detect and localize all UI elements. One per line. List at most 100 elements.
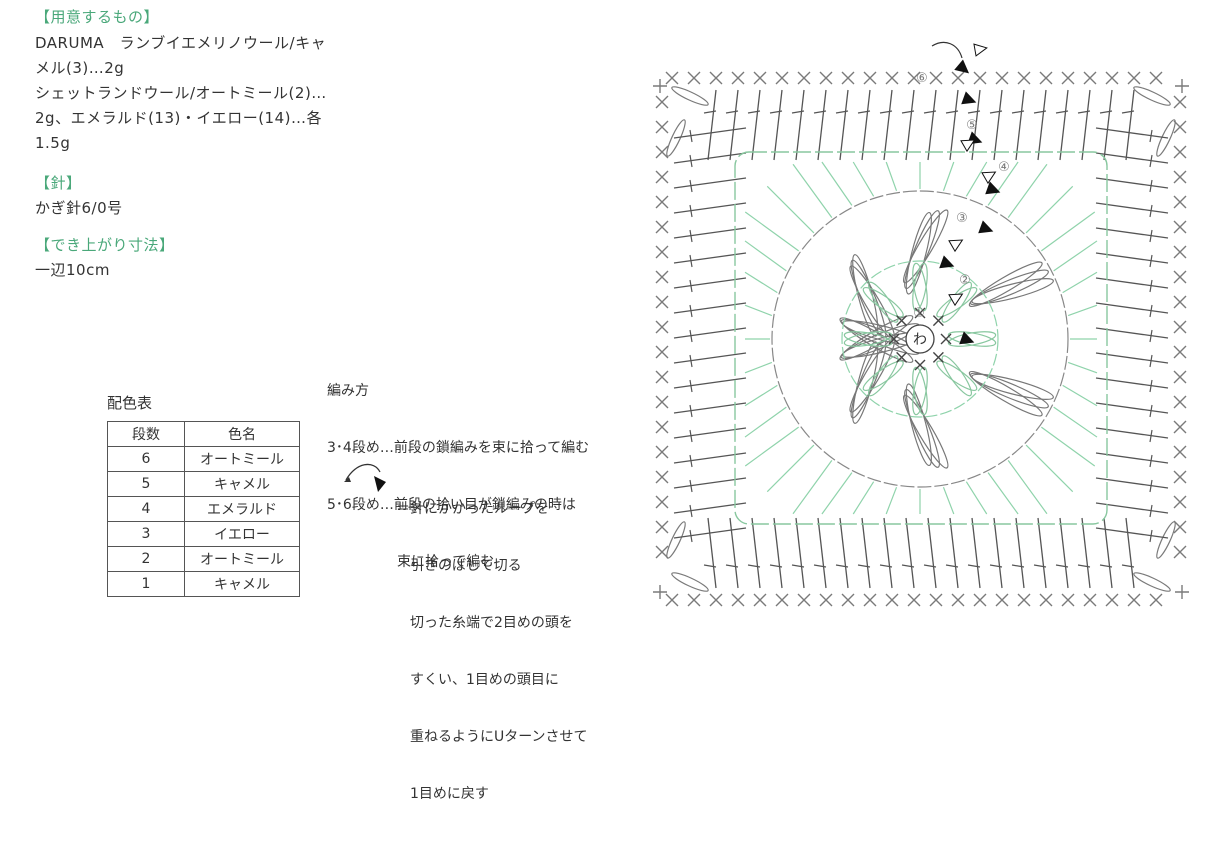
- x-stitch: [1173, 120, 1187, 134]
- x-stitch: [995, 71, 1009, 85]
- corner-plus: [1175, 585, 1189, 599]
- treble-stitch: [1062, 384, 1098, 407]
- join-marker-filled: [954, 59, 970, 74]
- double-crochet: [1103, 89, 1113, 161]
- stitch-bar: [769, 564, 783, 568]
- stitch-bar: [1011, 110, 1025, 114]
- stitch-bar: [689, 479, 693, 493]
- stitch-bar: [747, 110, 761, 114]
- x-stitch: [1173, 245, 1187, 259]
- stitch-bar: [1099, 564, 1113, 568]
- stitch-bar: [1149, 454, 1153, 468]
- method-notes: 編み方 3･4段め…前段の鎖編みを束に拾って編む 5･6段め…前段の拾い目が鎖編…: [327, 344, 589, 591]
- x-stitch: [655, 170, 669, 184]
- treble-stitch: [744, 304, 773, 317]
- treble-stitch: [1053, 406, 1098, 438]
- x-stitch: [655, 320, 669, 334]
- x-stitch: [655, 545, 669, 559]
- x-stitch: [973, 71, 987, 85]
- x-stitch: [914, 359, 926, 371]
- x-stitch: [1173, 95, 1187, 109]
- x-stitch: [775, 593, 789, 607]
- x-stitch: [797, 71, 811, 85]
- double-crochet: [673, 227, 747, 239]
- double-crochet: [1095, 127, 1169, 139]
- petal-stitch: [852, 254, 879, 337]
- double-crochet: [751, 89, 761, 161]
- x-stitch: [731, 593, 745, 607]
- double-crochet: [993, 517, 1003, 589]
- stitch-bar: [1149, 429, 1153, 443]
- double-crochet: [1095, 327, 1169, 339]
- x-stitch: [888, 333, 900, 345]
- stitch-bar: [791, 564, 805, 568]
- double-crochet: [949, 517, 959, 589]
- stitch-bar: [689, 379, 693, 393]
- treble-stitch: [766, 444, 815, 493]
- petal-stitch: [968, 370, 1043, 417]
- treble-stitch: [852, 481, 875, 515]
- x-stitch: [907, 593, 921, 607]
- x-stitch: [1039, 71, 1053, 85]
- x-stitch: [655, 445, 669, 459]
- double-crochet: [673, 477, 747, 489]
- stitch-bar: [689, 354, 693, 368]
- double-crochet: [673, 152, 747, 164]
- x-stitch: [1173, 270, 1187, 284]
- round-label-4: ④: [998, 160, 1010, 175]
- treble-stitch: [1067, 304, 1098, 317]
- double-crochet: [1095, 527, 1169, 539]
- join-marker-open: [948, 293, 964, 307]
- stitch-bar: [1077, 564, 1091, 568]
- treble-stitch: [792, 163, 833, 219]
- legend-line: 切った糸端で2目めの頭を: [396, 615, 573, 631]
- petal-stitch: [941, 355, 972, 397]
- color-cell: キャメル: [184, 571, 300, 597]
- double-crochet: [949, 89, 959, 161]
- stitch-bar: [1033, 564, 1047, 568]
- treble-stitch: [1007, 459, 1048, 515]
- stitch-bar: [835, 564, 849, 568]
- stitch-bar: [1149, 279, 1153, 293]
- needle-value: かぎ針6/0号: [35, 199, 123, 217]
- petal-stitch: [904, 210, 940, 290]
- x-stitch: [896, 351, 908, 363]
- stitch-bar: [901, 564, 915, 568]
- x-stitch: [929, 593, 943, 607]
- stitch-bar: [1149, 129, 1153, 143]
- x-stitch: [819, 593, 833, 607]
- double-crochet: [773, 89, 783, 161]
- materials-line: 1.5g: [35, 134, 71, 152]
- chain-stitch: [1156, 521, 1176, 559]
- stitch-bar: [747, 564, 761, 568]
- x-stitch: [863, 71, 877, 85]
- table-header-row: 段数 色名: [107, 421, 300, 447]
- x-stitch: [1173, 170, 1187, 184]
- double-crochet: [1095, 152, 1169, 164]
- round-4-outline: [734, 151, 1108, 525]
- x-stitch: [655, 520, 669, 534]
- x-stitch: [655, 470, 669, 484]
- x-stitch: [932, 351, 944, 363]
- x-stitch: [1127, 71, 1141, 85]
- center-ring-label: わ: [913, 332, 927, 348]
- petal-stitch: [969, 269, 1049, 306]
- double-crochet: [673, 377, 747, 389]
- stitch-bar: [689, 179, 693, 193]
- round-2-chain: [841, 260, 999, 418]
- chain-stitch: [671, 572, 709, 592]
- color-cell: キャメル: [184, 471, 300, 497]
- double-crochet: [1095, 177, 1169, 189]
- needle-section: 【針】 かぎ針6/0号: [35, 172, 123, 221]
- petal-stitch: [912, 366, 928, 416]
- stitch-bar: [689, 154, 693, 168]
- stitch-bar: [923, 110, 937, 114]
- stitch-bar: [725, 110, 739, 114]
- double-crochet: [1015, 89, 1025, 161]
- x-stitch: [951, 71, 965, 85]
- stitch-bar: [1149, 504, 1153, 518]
- x-stitch: [841, 593, 855, 607]
- x-stitch: [1173, 345, 1187, 359]
- double-crochet: [773, 517, 783, 589]
